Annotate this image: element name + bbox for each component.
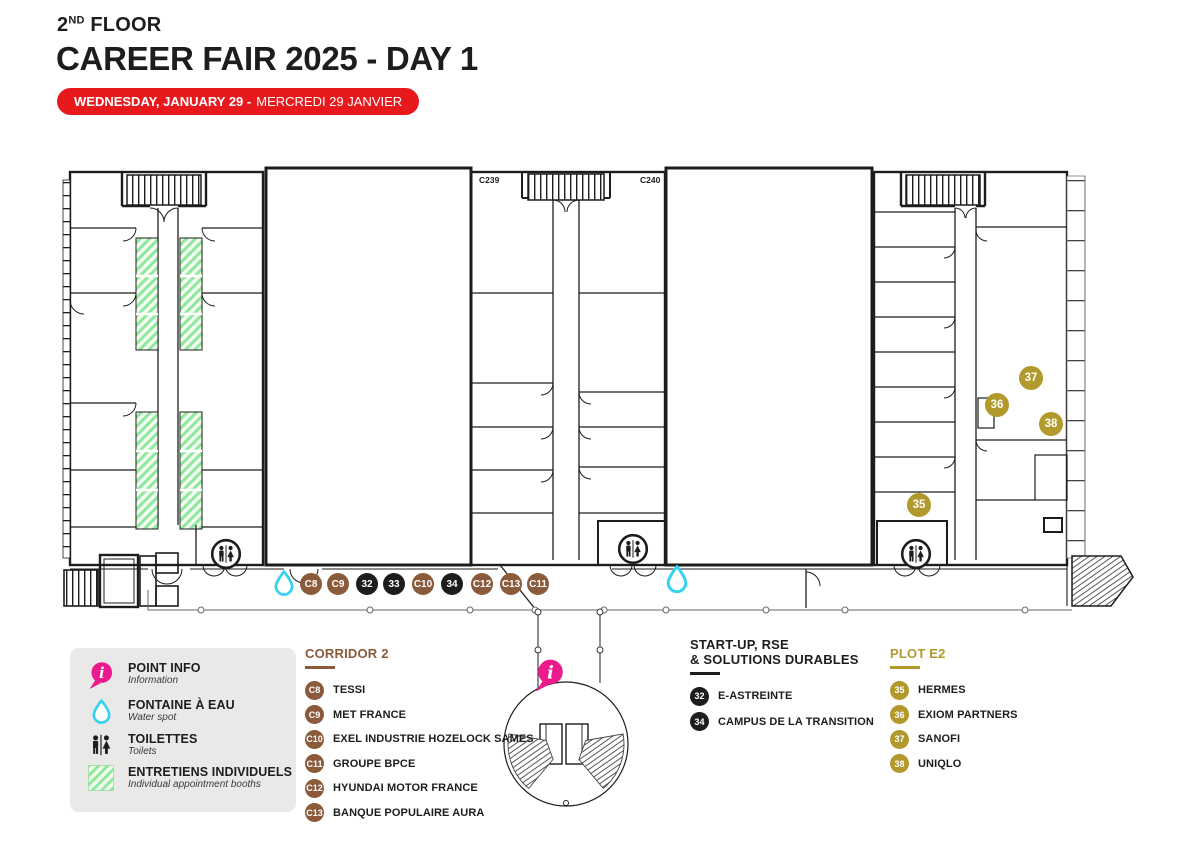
booth-badge: 34 (690, 712, 709, 731)
floor-label: 2ND FLOOR (57, 14, 162, 36)
list-heading: CORRIDOR 2 (305, 646, 389, 661)
room-label-c239: C239 (479, 175, 500, 185)
list-corridor-2: CORRIDOR 2 C8 TESSI C9 MET FRANCE C10 EX… (305, 646, 535, 828)
exhibitor-name: TESSI (333, 684, 366, 696)
room-label-c240: C240 (640, 175, 661, 185)
map-badge-38: 38 (1039, 412, 1063, 436)
exhibitor-name: HYUNDAI MOTOR FRANCE (333, 782, 478, 794)
water-drop-icon (84, 698, 118, 725)
list-item: 35 HERMES (890, 680, 1120, 700)
legend-label: POINT INFO (128, 661, 201, 675)
heading-rule (890, 666, 920, 669)
date-banner: WEDNESDAY, JANUARY 29 - MERCREDI 29 JANV… (57, 88, 420, 115)
booth-badge: 32 (690, 686, 709, 706)
exhibitor-name: EXIOM PARTNERS (918, 708, 1018, 721)
booth-badge: C9 (305, 705, 324, 724)
map-badge-c9: C9 (327, 573, 349, 595)
exhibitor-name: UNIQLO (918, 757, 962, 770)
booth-badge: C11 (305, 754, 324, 773)
map-badge-33: 33 (383, 573, 405, 595)
map-badge-c10: C10 (412, 573, 434, 595)
legend-label: FONTAINE À EAU (128, 698, 235, 712)
map-badge-37: 37 (1019, 366, 1043, 390)
map-badge-32: 32 (356, 573, 378, 595)
date-banner-en: WEDNESDAY, JANUARY 29 - (74, 94, 252, 109)
water-drop-icon (666, 565, 688, 594)
exhibitor-name: MET FRANCE (333, 708, 407, 721)
list-item: 32 E-ASTREINTE (690, 686, 920, 706)
map-badge-c11: C11 (527, 573, 549, 595)
booth-badge: C12 (305, 778, 324, 798)
toilets-icon (619, 535, 647, 563)
exhibitor-name: HERMES (918, 684, 966, 696)
legend-panel: POINT INFO Information FONTAINE À EAU Wa… (70, 648, 296, 812)
map-badge-34: 34 (441, 573, 463, 595)
map-badge-35: 35 (907, 493, 931, 517)
list-item: 37 SANOFI (890, 729, 1120, 749)
exhibitor-name: EXEL INDUSTRIE HOZELOCK SAMES (333, 733, 534, 745)
list-item: C11 GROUPE BPCE (305, 754, 535, 773)
list-startup-rse: START-UP, RSE & SOLUTIONS DURABLES 32 E-… (690, 637, 920, 737)
booth-badge: 37 (890, 729, 909, 749)
list-heading: START-UP, RSE (690, 637, 789, 652)
list-item: 38 UNIQLO (890, 754, 1120, 773)
map-badge-36: 36 (985, 393, 1009, 417)
list-item: C13 BANQUE POPULAIRE AURA (305, 803, 535, 822)
legend-sub: Information (128, 675, 179, 686)
list-plot-e2: PLOT E2 35 HERMES 36 EXIOM PARTNERS 37 S… (890, 646, 1120, 779)
date-banner-fr: MERCREDI 29 JANVIER (256, 94, 403, 109)
booth-hatch-icon (84, 765, 118, 791)
list-item: 34 CAMPUS DE LA TRANSITION (690, 712, 920, 731)
booth-badge: C10 (305, 729, 324, 749)
water-drop-icon (274, 570, 294, 596)
booth-badge: C8 (305, 680, 324, 700)
info-point-icon (84, 661, 118, 691)
booth-badge: 36 (890, 705, 909, 724)
map-badge-c13: C13 (500, 573, 522, 595)
legend-item-water: FONTAINE À EAU Water spot (84, 698, 296, 725)
exhibitor-name: SANOFI (918, 733, 961, 745)
heading-rule (305, 666, 335, 669)
list-item: 36 EXIOM PARTNERS (890, 705, 1120, 724)
heading-rule (690, 672, 720, 675)
exhibitor-name: BANQUE POPULAIRE AURA (333, 806, 485, 819)
exhibitor-name: GROUPE BPCE (333, 757, 416, 770)
booth-badge: 35 (890, 680, 909, 700)
exhibitor-name: E-ASTREINTE (718, 690, 793, 702)
legend-label: ENTRETIENS INDIVIDUELS (128, 765, 293, 779)
legend-item-booths: ENTRETIENS INDIVIDUELS Individual appoin… (84, 765, 296, 791)
legend-label: TOILETTES (128, 732, 198, 746)
list-item: C8 TESSI (305, 680, 535, 700)
exhibitor-name: CAMPUS DE LA TRANSITION (718, 715, 874, 728)
toilets-icon (84, 732, 118, 758)
booth-badge: C13 (305, 803, 324, 822)
legend-item-toilets: TOILETTES Toilets (84, 732, 296, 758)
list-item: C9 MET FRANCE (305, 705, 535, 724)
map-badge-c12: C12 (471, 573, 493, 595)
map-badge-c8: C8 (300, 573, 322, 595)
page-title: CAREER FAIR 2025 - DAY 1 (56, 40, 478, 77)
list-item: C12 HYUNDAI MOTOR FRANCE (305, 778, 535, 798)
toilets-icon (902, 540, 930, 568)
list-heading: PLOT E2 (890, 646, 946, 661)
legend-item-point-info: POINT INFO Information (84, 661, 296, 691)
legend-sub: Water spot (128, 712, 177, 723)
list-heading: & SOLUTIONS DURABLES (690, 652, 859, 667)
booth-badge: 38 (890, 754, 909, 773)
floor-ordinal: ND (68, 14, 85, 27)
toilets-icon (212, 540, 240, 568)
legend-sub: Toilets (128, 746, 157, 757)
legend-sub: Individual appointment booths (128, 779, 261, 790)
list-item: C10 EXEL INDUSTRIE HOZELOCK SAMES (305, 729, 535, 749)
